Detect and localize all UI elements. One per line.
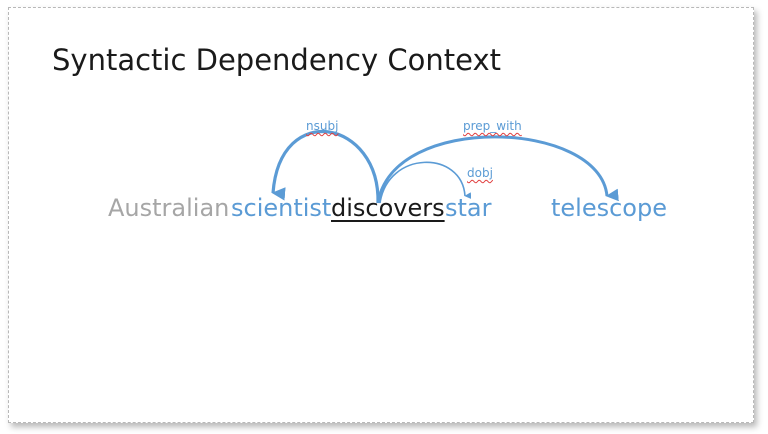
arc-prep-with — [376, 135, 619, 204]
label-prep-with: prep_with — [463, 119, 522, 133]
word-discovers-head: discovers — [331, 194, 445, 222]
word-australian: Australian — [108, 194, 230, 222]
label-dobj: dobj — [467, 166, 493, 180]
arc-nsubj — [271, 129, 380, 204]
slide-card — [8, 7, 754, 423]
slide-title: Syntactic Dependency Context — [52, 43, 501, 77]
word-star: star — [445, 194, 492, 222]
label-nsubj: nsubj — [306, 119, 339, 133]
arc-dobj — [379, 161, 472, 204]
